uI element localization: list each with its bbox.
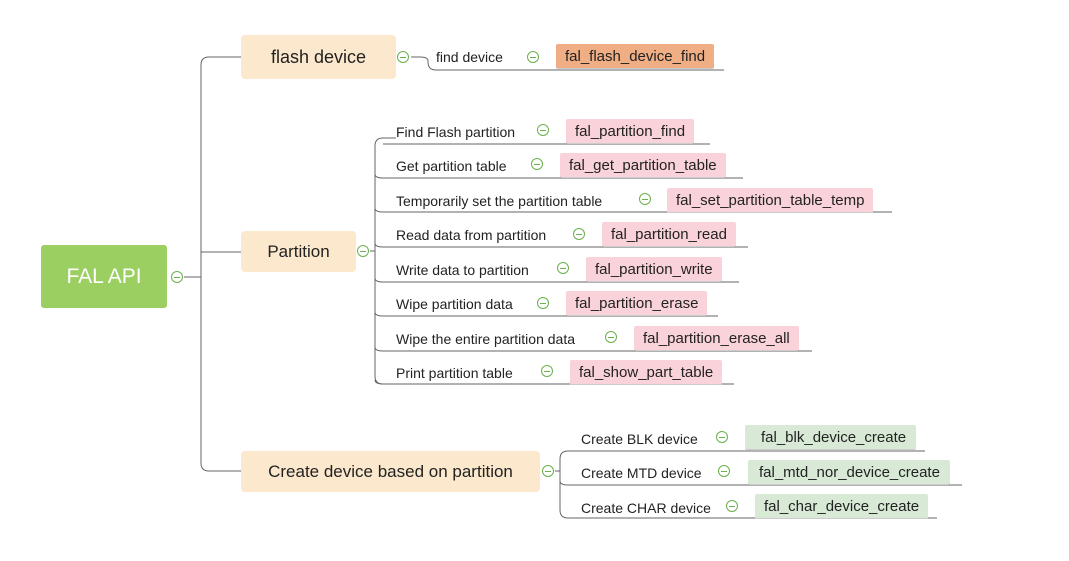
category-label: flash device xyxy=(270,46,367,67)
function-node-char-device-create[interactable]: fal_char_device_create xyxy=(755,494,929,519)
category-flash-device[interactable]: flash device xyxy=(241,35,396,79)
item-label-wipe-partition-data: Wipe partition data xyxy=(396,296,513,312)
category-label: Partition xyxy=(267,241,330,261)
function-node-partition-find[interactable]: fal_partition_find xyxy=(566,119,695,144)
item-label-write-data-to-partition: Write data to partition xyxy=(396,262,529,278)
category-partition[interactable]: Partition xyxy=(241,231,356,272)
item-label-find-device: find device xyxy=(436,49,503,65)
collapse-toggle-set-partition-table-temp-icon[interactable] xyxy=(639,193,651,205)
item-label-print-partition-table: Print partition table xyxy=(396,365,513,381)
collapse-toggle-print-partition-table-icon[interactable] xyxy=(541,365,553,377)
function-node-get-partition-table[interactable]: fal_get_partition_table xyxy=(560,153,726,178)
collapse-toggle-read-data-icon[interactable] xyxy=(573,228,585,240)
category-create-device[interactable]: Create device based on partition xyxy=(241,451,540,492)
collapse-toggle-find-flash-partition-icon[interactable] xyxy=(537,124,549,136)
collapse-toggle-create-mtd-icon[interactable] xyxy=(718,465,730,477)
collapse-toggle-create-char-icon[interactable] xyxy=(726,500,738,512)
collapse-toggle-create-device-icon[interactable] xyxy=(542,465,554,477)
function-node-show-part-table[interactable]: fal_show_part_table xyxy=(570,360,723,385)
collapse-toggle-wipe-partition-data-icon[interactable] xyxy=(537,297,549,309)
function-node-flash-device-find[interactable]: fal_flash_device_find xyxy=(556,44,715,69)
item-label-temporarily-set-partition-table: Temporarily set the partition table xyxy=(396,193,603,209)
root-node-label: FAL API xyxy=(66,264,142,288)
function-node-partition-erase-all[interactable]: fal_partition_erase_all xyxy=(634,326,799,351)
collapse-toggle-create-blk-icon[interactable] xyxy=(716,431,728,443)
function-node-partition-read[interactable]: fal_partition_read xyxy=(602,222,736,247)
item-label-find-flash-partition: Find Flash partition xyxy=(396,124,516,140)
collapse-toggle-wipe-entire-partition-icon[interactable] xyxy=(605,331,617,343)
item-label-read-data-from-partition: Read data from partition xyxy=(396,227,547,243)
item-label-get-partition-table: Get partition table xyxy=(396,158,507,174)
item-label-wipe-entire-partition-data: Wipe the entire partition data xyxy=(396,331,575,347)
function-node-partition-write[interactable]: fal_partition_write xyxy=(586,257,722,282)
function-node-blk-device-create[interactable]: fal_blk_device_create xyxy=(745,425,917,450)
function-node-set-partition-table-temp[interactable]: fal_set_partition_table_temp xyxy=(667,188,874,213)
collapse-toggle-find-device-icon[interactable] xyxy=(527,51,539,63)
collapse-toggle-write-data-icon[interactable] xyxy=(557,262,569,274)
root-node-fal-api[interactable]: FAL API xyxy=(41,245,167,308)
function-node-partition-erase[interactable]: fal_partition_erase xyxy=(566,291,708,316)
item-label-create-mtd-device: Create MTD device xyxy=(581,465,702,481)
collapse-toggle-get-partition-table-icon[interactable] xyxy=(531,158,543,170)
collapse-toggle-flash-device-icon[interactable] xyxy=(397,51,409,63)
item-label-create-blk-device: Create BLK device xyxy=(581,431,698,447)
function-node-mtd-nor-device-create[interactable]: fal_mtd_nor_device_create xyxy=(748,460,950,485)
category-label: Create device based on partition xyxy=(268,461,513,481)
item-label-create-char-device: Create CHAR device xyxy=(581,500,711,516)
collapse-toggle-root-icon[interactable] xyxy=(171,271,183,283)
collapse-toggle-partition-icon[interactable] xyxy=(357,245,369,257)
